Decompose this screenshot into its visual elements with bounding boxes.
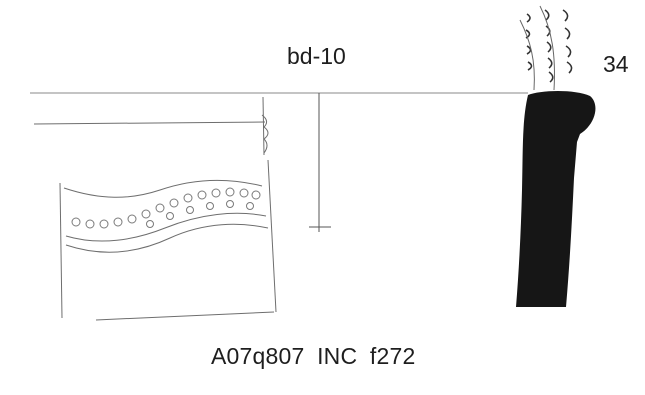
- band-lower-line: [65, 212, 267, 242]
- rim-detail-curve: [519, 19, 535, 91]
- rim-detail-curve: [539, 5, 555, 91]
- band-lower-line-2: [65, 223, 269, 253]
- rim-mark: [526, 13, 531, 23]
- rim-mark: [546, 41, 552, 53]
- impression-dot: [127, 214, 137, 224]
- impression-dot: [169, 198, 179, 208]
- impression-dot: [206, 202, 214, 210]
- sketch-bottom-edge: [95, 311, 275, 321]
- sketch-rim-detail: [261, 114, 269, 154]
- impression-dot: [197, 190, 207, 200]
- rim-mark: [547, 57, 553, 69]
- impression-dot: [71, 217, 81, 227]
- sketch-right-edge-upper: [262, 96, 265, 156]
- sketch-top-edge: [33, 121, 266, 125]
- sketch-left-edge: [59, 182, 63, 319]
- catalog-number: A07q807 INC f272: [211, 343, 416, 369]
- band-upper-line: [63, 179, 263, 198]
- impression-dot: [186, 206, 194, 214]
- impression-dot: [99, 219, 109, 229]
- band-impressions: [71, 187, 261, 229]
- rim-mark: [562, 9, 569, 22]
- rim-mark: [526, 45, 532, 55]
- diameter-label: bd-10: [287, 43, 346, 69]
- rim-impression-detail: [519, 5, 573, 91]
- impression-dot: [225, 187, 235, 197]
- impression-dot: [155, 203, 165, 213]
- impression-dot: [166, 212, 174, 220]
- impression-dot: [141, 209, 151, 219]
- impression-dot: [226, 200, 234, 208]
- rim-mark: [527, 61, 533, 71]
- impression-dot: [251, 190, 261, 200]
- impression-dot: [113, 217, 123, 227]
- impression-dot: [239, 188, 249, 198]
- exterior-sketch: [33, 96, 277, 321]
- rim-profile-section: [516, 91, 596, 307]
- impression-dot: [246, 202, 254, 210]
- impression-dot: [211, 188, 221, 198]
- rim-mark: [544, 9, 550, 21]
- impression-dot: [183, 193, 193, 203]
- impression-dot: [146, 220, 154, 228]
- rim-mark: [564, 27, 571, 40]
- sketch-right-edge: [267, 159, 277, 313]
- thickness-label: 34: [603, 51, 629, 77]
- rim-mark: [566, 61, 573, 74]
- rim-mark: [548, 71, 554, 83]
- impression-dot: [85, 219, 95, 229]
- rim-mark: [565, 45, 572, 58]
